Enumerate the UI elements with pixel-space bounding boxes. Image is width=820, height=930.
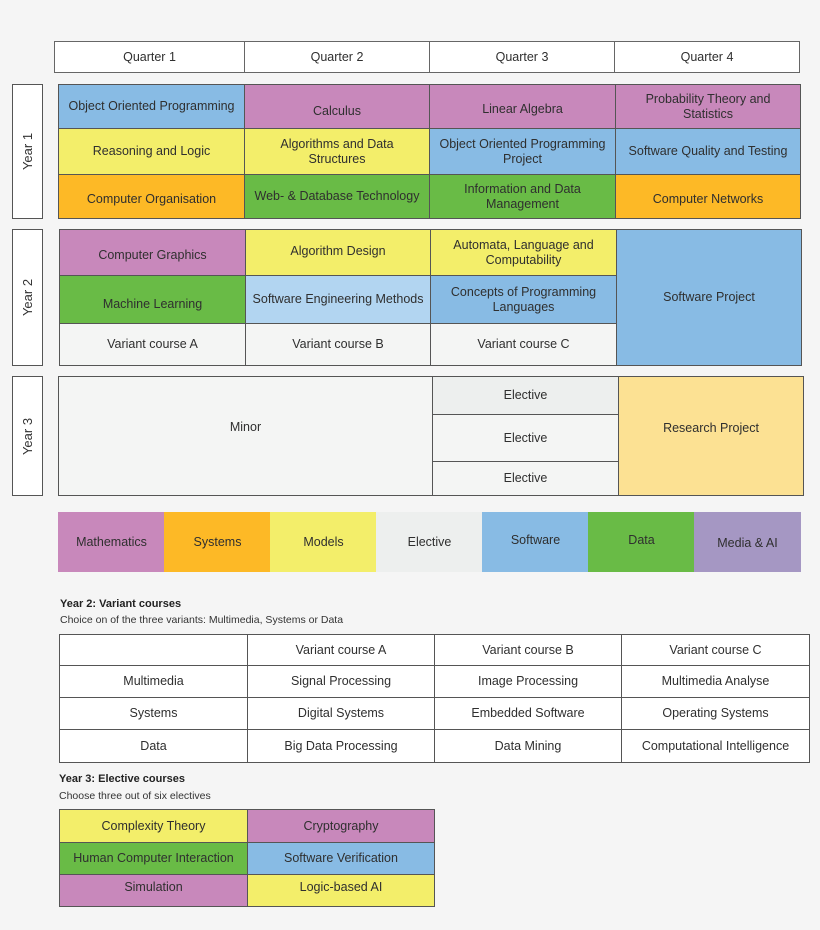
table-cell: Multimedia Analyse <box>621 665 810 698</box>
course-cell: Information and Data Management <box>429 174 616 219</box>
table-header: Variant course B <box>434 634 622 666</box>
table-cell: Digital Systems <box>247 697 435 730</box>
legend-media-ai: Media & AI <box>694 512 801 572</box>
quarter-header: Quarter 1 <box>54 41 245 73</box>
course-cell: Computer Graphics <box>59 229 246 276</box>
course-cell: Computer Networks <box>615 174 801 219</box>
minor-cell: Minor <box>58 376 433 496</box>
table-header: Variant course A <box>247 634 435 666</box>
research-project-cell: Research Project <box>618 376 804 496</box>
table-cell: Embedded Software <box>434 697 622 730</box>
course-cell: Probability Theory and Statistics <box>615 84 801 129</box>
elective-cell: Elective <box>432 414 619 462</box>
course-cell: Software Quality and Testing <box>615 128 801 175</box>
elective-cell: Elective <box>432 376 619 415</box>
course-cell: Reasoning and Logic <box>58 128 245 175</box>
legend-elective: Elective <box>376 512 483 572</box>
quarter-header: Quarter 4 <box>614 41 800 73</box>
course-cell: Calculus <box>244 84 430 129</box>
table-cell: Computational Intelligence <box>621 729 810 763</box>
table-header-empty <box>59 634 248 666</box>
variant-row-label: Systems <box>59 697 248 730</box>
legend-models: Models <box>270 512 377 572</box>
table-cell: Operating Systems <box>621 697 810 730</box>
year-label-3: Year 3 <box>12 376 43 496</box>
course-cell: Automata, Language and Computability <box>430 229 617 276</box>
elective-course: Complexity Theory <box>59 809 248 843</box>
legend-systems: Systems <box>164 512 271 572</box>
variants-subtitle: Choice on of the three variants: Multime… <box>60 614 344 626</box>
elective-course: Cryptography <box>247 809 435 843</box>
elective-course: Software Verification <box>247 842 435 875</box>
year-label-text: Year 2 <box>20 278 36 317</box>
electives-title: Year 3: Elective courses <box>59 773 185 785</box>
course-cell: Computer Organisation <box>58 174 245 219</box>
course-cell: Linear Algebra <box>429 84 616 129</box>
elective-course: Simulation <box>59 874 248 907</box>
software-project-cell: Software Project <box>616 229 802 366</box>
year-label-text: Year 3 <box>20 417 36 455</box>
variant-row-label: Multimedia <box>59 665 248 698</box>
course-cell: Concepts of Programming Languages <box>430 275 617 324</box>
elective-cell: Elective <box>432 461 619 496</box>
variant-row-label: Data <box>59 729 248 763</box>
table-cell: Image Processing <box>434 665 622 698</box>
table-cell: Signal Processing <box>247 665 435 698</box>
year-label-1: Year 1 <box>12 84 43 219</box>
table-cell: Data Mining <box>434 729 622 763</box>
electives-subtitle: Choose three out of six electives <box>59 790 211 802</box>
variant-placeholder-cell: Variant course B <box>245 323 431 366</box>
legend-mathematics: Mathematics <box>58 512 165 572</box>
course-cell: Object Oriented Programming Project <box>429 128 616 175</box>
course-cell: Algorithms and Data Structures <box>244 128 430 175</box>
quarter-header: Quarter 2 <box>244 41 430 73</box>
legend-software: Software <box>482 512 589 572</box>
course-cell: Algorithm Design <box>245 229 431 276</box>
course-cell: Machine Learning <box>59 275 246 324</box>
table-cell: Big Data Processing <box>247 729 435 763</box>
elective-course: Logic-based AI <box>247 874 435 907</box>
variants-title: Year 2: Variant courses <box>60 598 182 610</box>
year-label-2: Year 2 <box>12 229 43 366</box>
variant-placeholder-cell: Variant course A <box>59 323 246 366</box>
elective-course: Human Computer Interaction <box>59 842 248 875</box>
legend-data: Data <box>588 512 695 572</box>
variant-placeholder-cell: Variant course C <box>430 323 617 366</box>
quarter-header: Quarter 3 <box>429 41 615 73</box>
course-cell: Web- & Database Technology <box>244 174 430 219</box>
table-header: Variant course C <box>621 634 810 666</box>
course-cell: Software Engineering Methods <box>245 275 431 324</box>
year-label-text: Year 1 <box>20 132 36 171</box>
course-cell: Object Oriented Programming <box>58 84 245 129</box>
